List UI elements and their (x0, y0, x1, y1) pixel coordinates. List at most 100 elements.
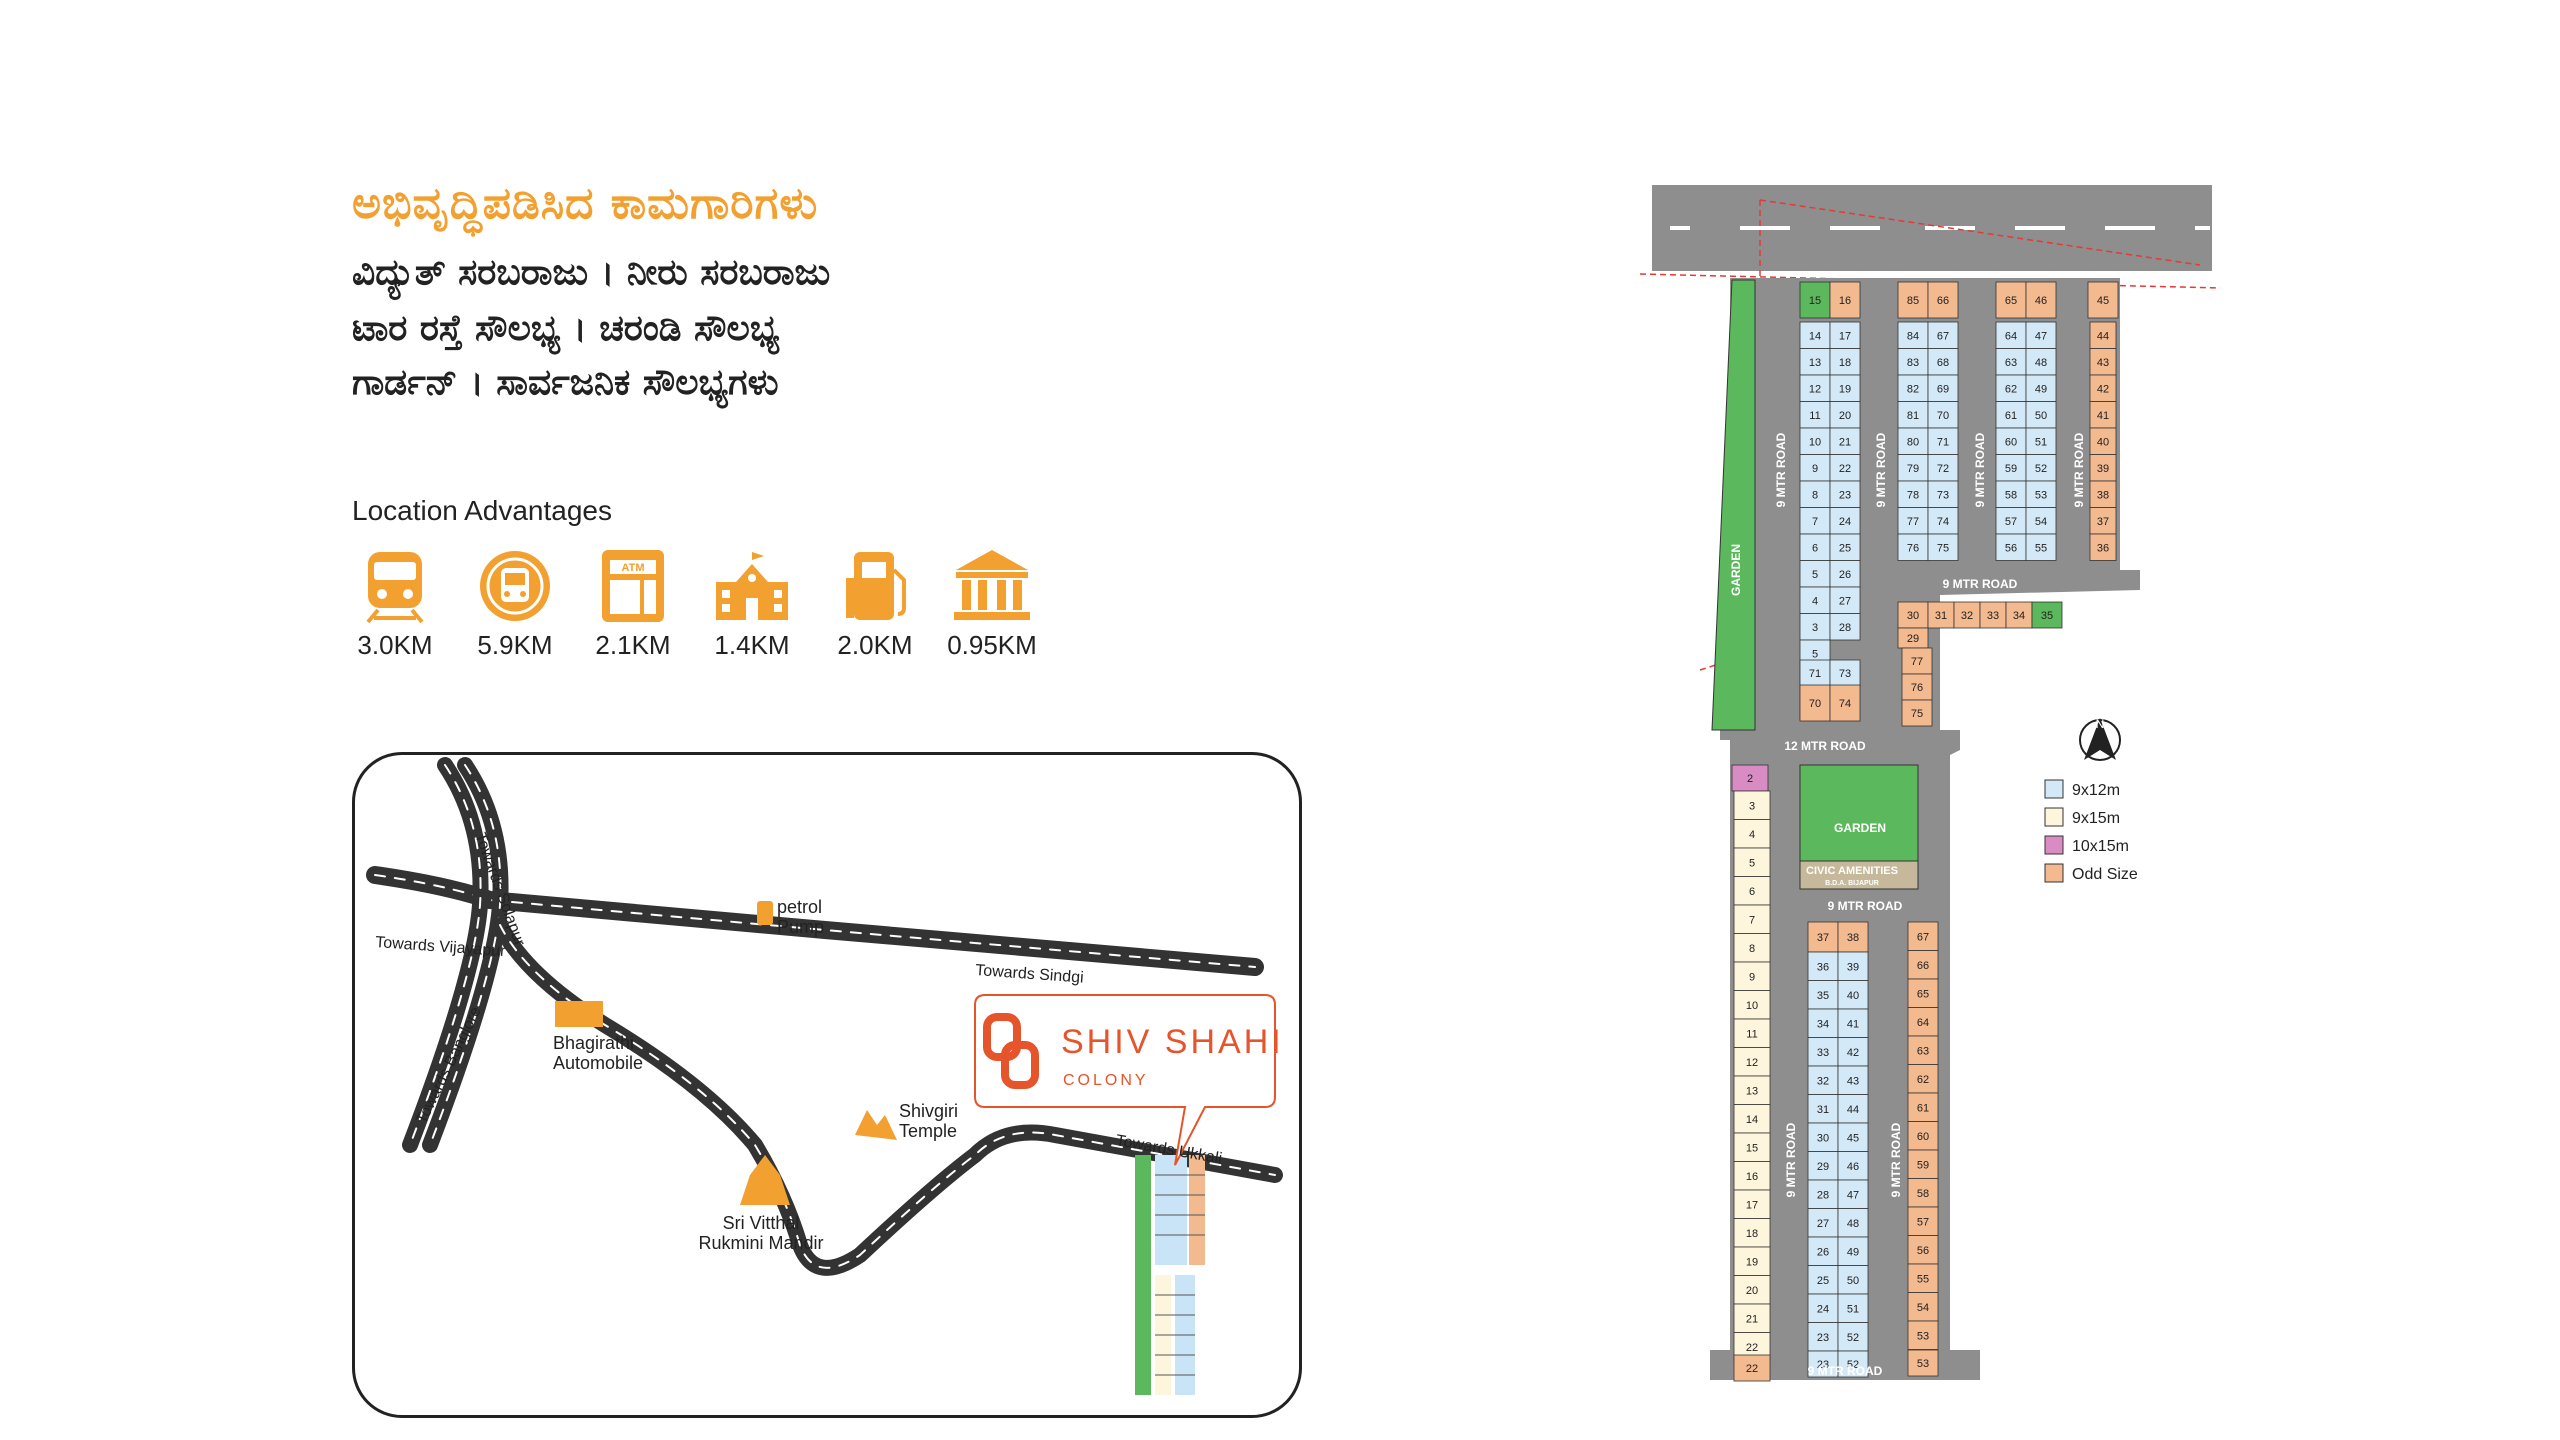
plot-number: 60 (1917, 1131, 1929, 1143)
plot (1807, 1094, 1839, 1124)
plot (2025, 427, 2057, 455)
north-arrow-icon: N (2079, 717, 2121, 761)
road-label-9m-2: 9 MTR ROAD (1874, 432, 1888, 507)
plot (2025, 533, 2057, 561)
plot-number: 51 (2035, 436, 2047, 448)
plot (1927, 533, 1959, 561)
plot (1907, 950, 1939, 980)
plot (1799, 684, 1831, 722)
plot (1799, 659, 1831, 687)
label-shivgiri: Shivgiri (899, 1101, 958, 1121)
plot-number: 10 (1809, 436, 1821, 448)
plot-number: 84 (1907, 330, 1919, 342)
plot-number: 77 (1911, 656, 1923, 668)
civic-label: CIVIC AMENITIES (1806, 865, 1898, 877)
plot-number: 31 (1935, 610, 1947, 622)
plot-number: 50 (2035, 410, 2047, 422)
plot (1733, 1018, 1771, 1048)
plot (1733, 990, 1771, 1020)
plot-number: 71 (1809, 668, 1821, 680)
plot-number: 33 (1987, 610, 1999, 622)
plot (1907, 921, 1939, 951)
plot-number: 43 (1847, 1075, 1859, 1087)
plot (1799, 560, 1831, 588)
plot-number: 37 (1817, 932, 1829, 944)
plot-number: 67 (1917, 931, 1929, 943)
plot-number: 21 (1839, 436, 1851, 448)
plot (1829, 348, 1861, 376)
distance-bus: 5.9KM (477, 630, 553, 660)
plot-number: 25 (1839, 542, 1851, 554)
plot-number: 22 (1839, 463, 1851, 475)
plot-number: 66 (1917, 960, 1929, 972)
plot (1733, 819, 1771, 849)
plot-number: 54 (1917, 1302, 1929, 1314)
plot (1829, 613, 1861, 641)
plot (2025, 507, 2057, 535)
plot-number: 23 (1839, 489, 1851, 501)
advantage-atm: ATM 2.1KM (578, 548, 688, 661)
plot-number: 55 (2035, 542, 2047, 554)
plot (1733, 1161, 1771, 1191)
plot (1837, 1151, 1869, 1181)
label-automobile: Automobile (553, 1053, 643, 1073)
label-rukmini-mandir: Rukmini Mandir (698, 1233, 823, 1253)
logo-name: SHIV SHAHI (1061, 1023, 1284, 1061)
road-label-9m-4: 9 MTR ROAD (2072, 432, 2086, 507)
plot-number: 3 (1812, 622, 1818, 634)
plot-number: 74 (1839, 698, 1851, 710)
plot-number: 60 (2005, 436, 2017, 448)
plot-number: 16 (1746, 1171, 1758, 1183)
plot-number: 14 (1809, 330, 1821, 342)
plot-number: 83 (1907, 357, 1919, 369)
plot-number: 49 (1847, 1246, 1859, 1258)
plot (1799, 321, 1831, 349)
plot (1907, 1064, 1939, 1094)
plot (2089, 507, 2117, 535)
plot (1837, 1322, 1869, 1352)
plot-number: 20 (1839, 410, 1851, 422)
road-label-9m-5: 9 MTR ROAD (1943, 577, 2018, 591)
plot (1837, 1265, 1869, 1295)
plot (1829, 281, 1861, 319)
train-icon (366, 552, 424, 624)
plot (2087, 281, 2119, 319)
plot (1897, 480, 1929, 508)
plot-number: 58 (1917, 1188, 1929, 1200)
plot-number: 11 (1746, 1028, 1757, 1040)
plot-number: 2 (1747, 773, 1753, 785)
plot-number: 20 (1746, 1285, 1758, 1297)
plot-number: 12 (1746, 1057, 1758, 1069)
plot-number: 3 (1749, 800, 1755, 812)
plot (2005, 601, 2033, 629)
plot (1733, 1246, 1771, 1276)
civic-sub-label: B.D.A. BIJAPUR (1825, 880, 1879, 887)
plot-number: 27 (1817, 1218, 1829, 1230)
plot-number: 76 (1907, 542, 1919, 554)
plot-number: 61 (2005, 410, 2017, 422)
plot (1807, 1265, 1839, 1295)
plot-number: 47 (1847, 1189, 1859, 1201)
distance-bank: 0.95KM (947, 630, 1037, 660)
plot-number: 21 (1746, 1313, 1758, 1325)
plot (2089, 427, 2117, 455)
distance-fuel: 2.0KM (837, 630, 913, 660)
svg-text:ATM: ATM (621, 562, 644, 574)
plot-number: 81 (1907, 410, 1919, 422)
colony-callout[interactable] (974, 994, 1276, 1166)
plot-number: 28 (1817, 1189, 1829, 1201)
plot (1907, 1263, 1939, 1293)
plot-number: 19 (1746, 1256, 1758, 1268)
plot-number: 62 (2005, 383, 2017, 395)
plot-number: 7 (1812, 516, 1818, 528)
plot (2025, 348, 2057, 376)
plot-number: 40 (2097, 436, 2109, 448)
plot-number: 29 (1817, 1161, 1829, 1173)
plot-number: 41 (2097, 410, 2109, 422)
plot-number: 51 (1847, 1303, 1859, 1315)
plot (1897, 281, 1929, 319)
plot-number: 9 (1812, 463, 1818, 475)
plot-number: 38 (1847, 932, 1859, 944)
label-bhagirathi: Bhagirathi (553, 1033, 634, 1053)
plot (1897, 507, 1929, 535)
